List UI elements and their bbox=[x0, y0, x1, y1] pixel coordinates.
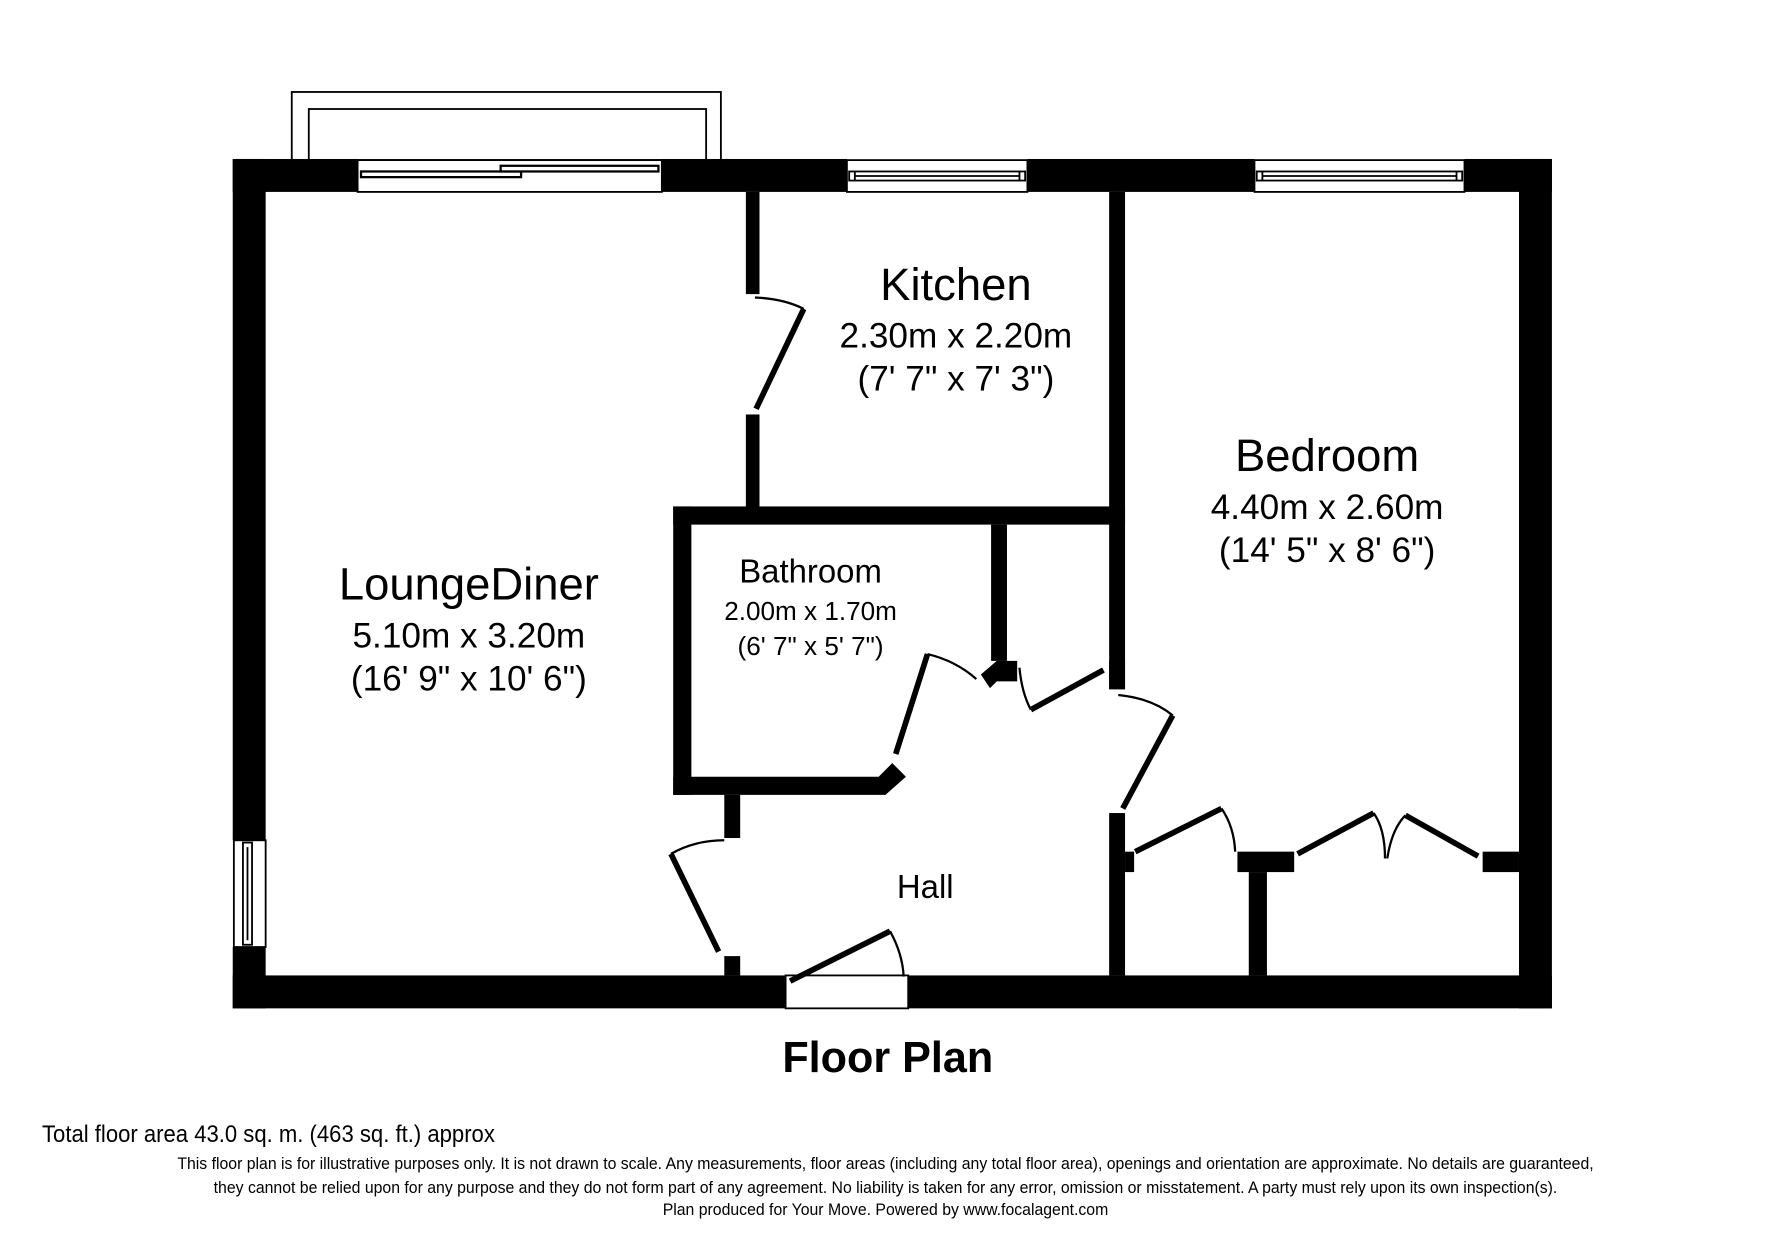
room-name: Kitchen bbox=[880, 259, 1031, 310]
room-label-kitchen: Kitchen 2.30m x 2.20m (7' 7" x 7' 3") bbox=[840, 259, 1073, 399]
total-floor-area: Total floor area 43.0 sq. m. (463 sq. ft… bbox=[42, 1121, 495, 1148]
room-dimensions-metric: 2.00m x 1.70m bbox=[724, 596, 897, 626]
room-dimensions-metric: 2.30m x 2.20m bbox=[840, 316, 1073, 355]
disclaimer-line-2: they cannot be relied upon for any purpo… bbox=[213, 1178, 1558, 1197]
room-name: Bedroom bbox=[1235, 430, 1419, 481]
credits-line: Plan produced for Your Move. Powered by … bbox=[662, 1200, 1109, 1219]
plan-title: Floor Plan bbox=[782, 1034, 993, 1082]
bedroom-window bbox=[1253, 159, 1466, 193]
room-dimensions-imperial: (14' 5" x 8' 6") bbox=[1219, 531, 1435, 570]
room-dimensions-metric: 5.10m x 3.20m bbox=[352, 616, 585, 655]
doors bbox=[668, 296, 1480, 1010]
room-label-hall: Hall bbox=[897, 868, 954, 905]
sliding-door bbox=[356, 159, 663, 193]
outer-walls bbox=[232, 158, 1552, 1009]
room-name: Bathroom bbox=[739, 553, 882, 590]
room-label-bathroom: Bathroom 2.00m x 1.70m (6' 7" x 5' 7") bbox=[724, 553, 897, 662]
lounge-side-window bbox=[232, 839, 267, 948]
room-name: LoungeDiner bbox=[339, 559, 599, 610]
room-name: Hall bbox=[897, 868, 954, 905]
room-dimensions-imperial: (7' 7" x 7' 3") bbox=[857, 360, 1054, 399]
disclaimer-line-1: This floor plan is for illustrative purp… bbox=[177, 1154, 1594, 1173]
room-dimensions-imperial: (16' 9" x 10' 6") bbox=[351, 659, 587, 698]
balcony bbox=[290, 91, 722, 162]
room-dimensions-metric: 4.40m x 2.60m bbox=[1211, 488, 1444, 527]
room-label-bedroom: Bedroom 4.40m x 2.60m (14' 5" x 8' 6") bbox=[1211, 430, 1444, 570]
internal-walls bbox=[673, 191, 1519, 976]
room-dimensions-imperial: (6' 7" x 5' 7") bbox=[738, 631, 884, 661]
kitchen-window bbox=[845, 159, 1029, 193]
room-label-lounge-diner: LoungeDiner 5.10m x 3.20m (16' 9" x 10' … bbox=[339, 559, 599, 699]
